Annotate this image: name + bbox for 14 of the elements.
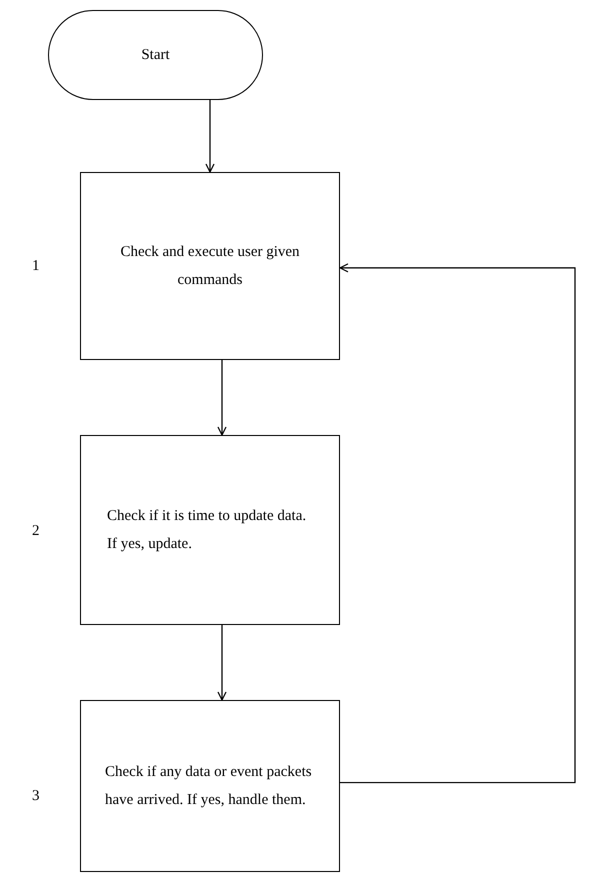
- arrow: [217, 625, 227, 701]
- box-text: Check if it is time to update data. If yes, update.: [107, 506, 308, 554]
- arrow: [205, 100, 215, 173]
- step-number: 3: [32, 788, 40, 805]
- box-text: Start: [141, 46, 170, 65]
- step-number: 1: [32, 258, 40, 275]
- arrow: [339, 263, 576, 784]
- process-box: [80, 172, 340, 360]
- process-box: [80, 435, 340, 625]
- step-number: 2: [32, 523, 40, 540]
- arrow: [217, 360, 227, 436]
- process-box: [80, 700, 340, 872]
- box-text: Check if any data or event packets have arrived. If yes, handle them.: [105, 762, 313, 810]
- box-text: Check and execute user given commands: [119, 242, 301, 290]
